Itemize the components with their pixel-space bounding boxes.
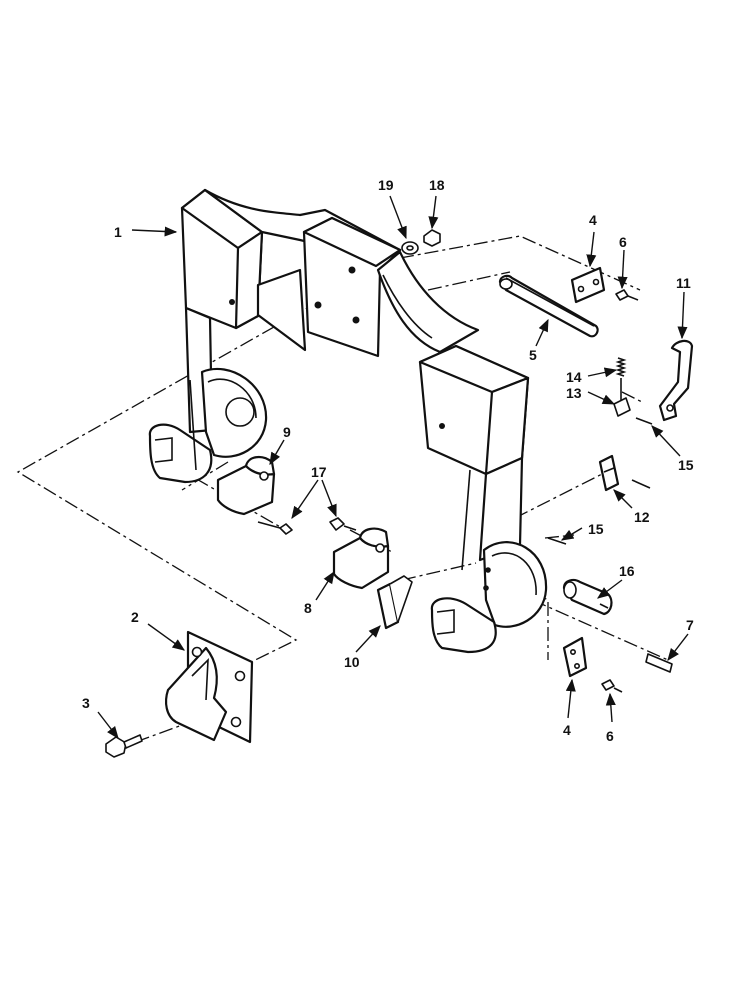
pin-5 xyxy=(498,274,599,338)
callout-16: 16 xyxy=(619,563,635,579)
callout-17: 17 xyxy=(311,464,327,480)
pin-7 xyxy=(645,653,673,673)
callout-8: 8 xyxy=(304,600,312,616)
bolt-3 xyxy=(105,734,143,758)
callout-2: 2 xyxy=(131,609,139,625)
nut-18 xyxy=(423,229,441,247)
callout-1: 1 xyxy=(114,224,122,240)
bolt-17 xyxy=(257,517,357,535)
callout-14: 14 xyxy=(566,369,582,385)
plate-4-lower xyxy=(562,636,588,678)
bolt-6-lower xyxy=(601,679,623,693)
callout-15-upper: 15 xyxy=(678,457,694,473)
plate-4-upper xyxy=(570,266,606,304)
callout-9: 9 xyxy=(283,424,291,440)
callout-11: 11 xyxy=(676,275,691,291)
handle-11 xyxy=(658,339,694,422)
bracket-10 xyxy=(376,575,413,630)
leader-lines xyxy=(97,195,689,739)
callout-4-lower: 4 xyxy=(563,722,571,738)
callout-13: 13 xyxy=(566,385,582,401)
callout-7: 7 xyxy=(686,617,694,633)
callout-12: 12 xyxy=(634,509,650,525)
callout-4-upper: 4 xyxy=(589,212,597,228)
pin-15-mid xyxy=(631,479,651,489)
pin-16 xyxy=(562,578,613,616)
hitch-hook xyxy=(165,630,254,744)
callout-15-lower: 15 xyxy=(588,521,604,537)
callout-6-upper: 6 xyxy=(619,234,627,250)
callouts: 1 2 3 4 4 5 6 6 7 8 9 10 11 12 13 14 15 … xyxy=(82,177,694,744)
callout-10: 10 xyxy=(344,654,360,670)
hitch-frame xyxy=(148,188,548,654)
bolt-6-upper xyxy=(615,289,639,301)
callout-6-lower: 6 xyxy=(606,728,614,744)
pin-15-lower xyxy=(547,537,567,545)
callout-19: 19 xyxy=(378,177,394,193)
spring-14 xyxy=(615,357,627,400)
latch-block-8 xyxy=(332,527,390,590)
washer-19 xyxy=(401,241,419,255)
clip-13 xyxy=(613,397,631,417)
pin-15-upper xyxy=(635,417,653,425)
latch-12 xyxy=(598,454,620,492)
callout-18: 18 xyxy=(429,177,445,193)
callout-3: 3 xyxy=(82,695,90,711)
latch-block-9 xyxy=(216,456,276,516)
callout-5: 5 xyxy=(529,347,537,363)
